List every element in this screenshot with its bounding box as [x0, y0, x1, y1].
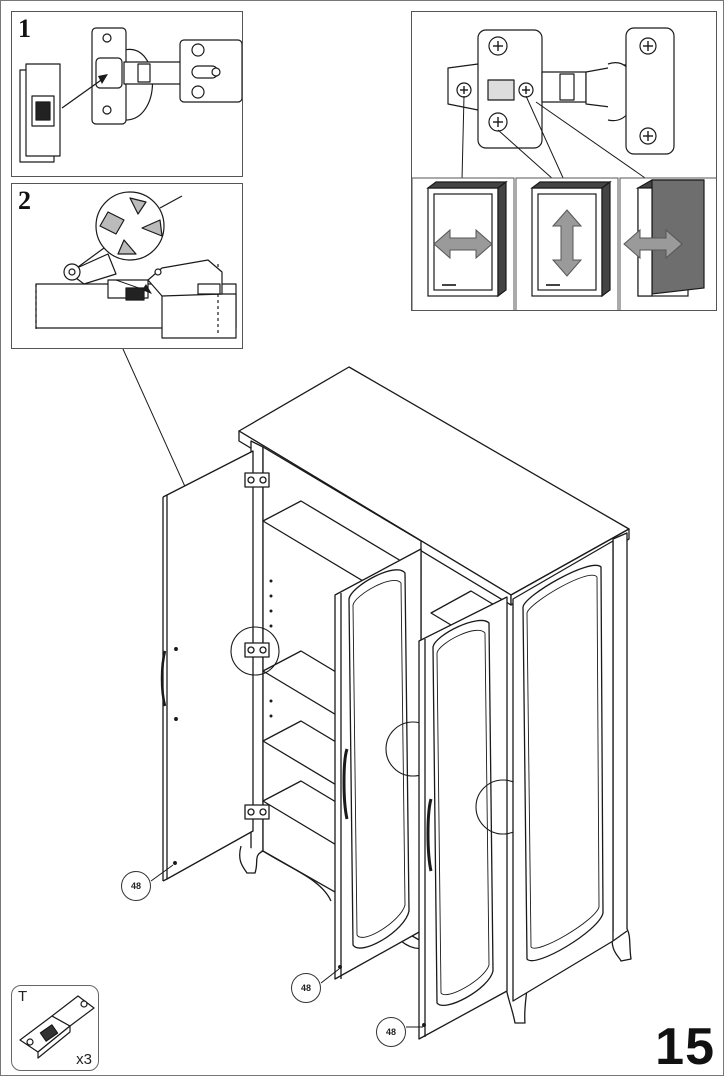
screw-detail-icon: [35, 191, 237, 339]
part-callout-right-door: 48: [376, 1017, 406, 1047]
hinge-icon: [19, 995, 95, 1059]
tool-letter: T: [18, 988, 28, 1005]
adjustment-panel: [411, 11, 717, 311]
step-2-number: 2: [18, 186, 31, 215]
page-number: 15: [655, 1018, 715, 1076]
step-2-panel: 2: [11, 183, 243, 349]
part-callout-middle-door: 48: [291, 973, 321, 1003]
step-1-panel: 1: [11, 11, 243, 177]
vertical-arrow-icon: [551, 209, 583, 277]
tool-box: T x3: [11, 985, 99, 1071]
hinge-clip-icon: [19, 27, 242, 163]
tool-quantity: x3: [76, 1051, 92, 1068]
step-1-number: 1: [18, 14, 31, 43]
part-callout-left-door: 48: [121, 871, 151, 901]
horizontal-arrow-icon: [433, 228, 493, 260]
depth-arrow-icon: [623, 228, 683, 260]
